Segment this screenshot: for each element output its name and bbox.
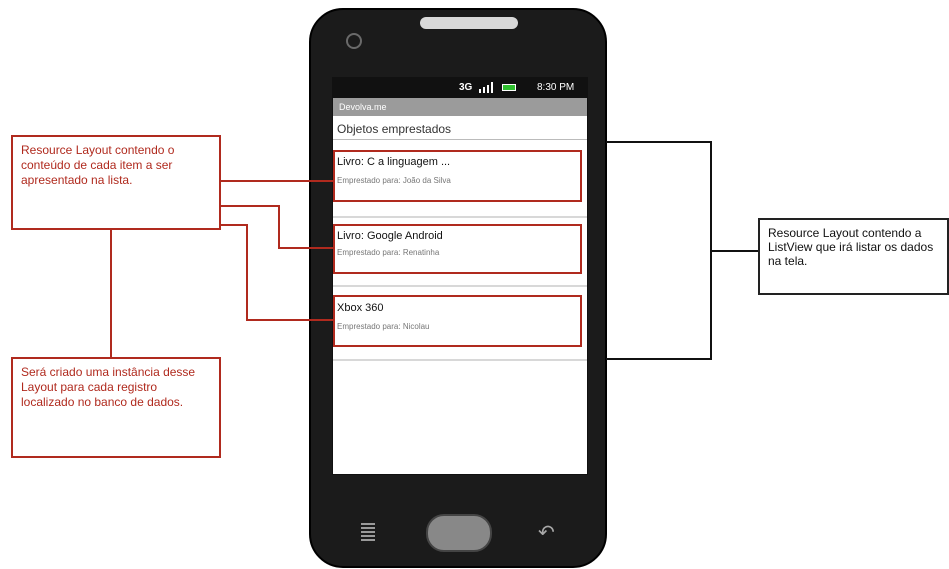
home-button[interactable] (426, 514, 492, 552)
list-divider (333, 285, 587, 287)
item-highlight-box (333, 224, 582, 274)
listview-layout-callout: Resource Layout contendo a ListView que … (758, 218, 949, 295)
speaker-grille (420, 17, 518, 29)
network-label: 3G (459, 82, 473, 93)
listview-layout-text: Resource Layout contendo a ListView que … (768, 226, 934, 268)
list-divider (333, 359, 587, 361)
connector-line (246, 224, 248, 320)
instance-note-text: Será criado uma instância desse Layout p… (21, 365, 196, 409)
bracket-line (710, 250, 758, 252)
status-bar: 3G 8:30 PM (333, 78, 587, 98)
battery-icon (502, 84, 516, 91)
item-subtitle: Emprestado para: Nicolau (337, 322, 430, 331)
list-divider (333, 216, 587, 218)
item-title: Livro: C a linguagem ... (337, 156, 451, 168)
back-icon[interactable]: ↶ (538, 522, 555, 544)
item-title: Livro: Google Android (337, 230, 443, 242)
instance-note-callout: Será criado uma instância desse Layout p… (11, 357, 221, 458)
connector-line (278, 205, 280, 249)
item-subtitle: Emprestado para: João da Silva (337, 176, 451, 185)
item-highlight-box (333, 150, 582, 202)
status-time: 8:30 PM (537, 82, 575, 93)
app-title: Devolva.me (333, 98, 587, 116)
connector-line (221, 224, 247, 226)
connector-line (110, 230, 112, 357)
list-item[interactable]: Livro: C a linguagem ... Emprestado para… (333, 150, 587, 202)
list-item[interactable]: Livro: Google Android Emprestado para: R… (333, 224, 587, 276)
list-item[interactable]: Xbox 360 Emprestado para: Nicolau (333, 296, 587, 348)
connector-line (221, 205, 279, 207)
list-heading: Objetos emprestados (333, 118, 587, 140)
item-title: Xbox 360 (337, 302, 384, 314)
item-layout-callout: Resource Layout contendo o conteúdo de c… (11, 135, 221, 230)
menu-icon[interactable] (361, 523, 375, 543)
connector-line (278, 247, 333, 249)
connector-line (246, 319, 333, 321)
bracket-line (606, 141, 712, 143)
item-highlight-box (333, 295, 582, 347)
item-layout-text: Resource Layout contendo o conteúdo de c… (21, 143, 175, 187)
item-subtitle: Emprestado para: Renatinha (337, 248, 440, 257)
bracket-line (606, 358, 712, 360)
phone-screen: 3G 8:30 PM Devolva.me Objetos emprestado… (332, 77, 588, 475)
connector-line (221, 180, 333, 182)
camera-icon (346, 33, 362, 49)
signal-icon (479, 82, 493, 93)
